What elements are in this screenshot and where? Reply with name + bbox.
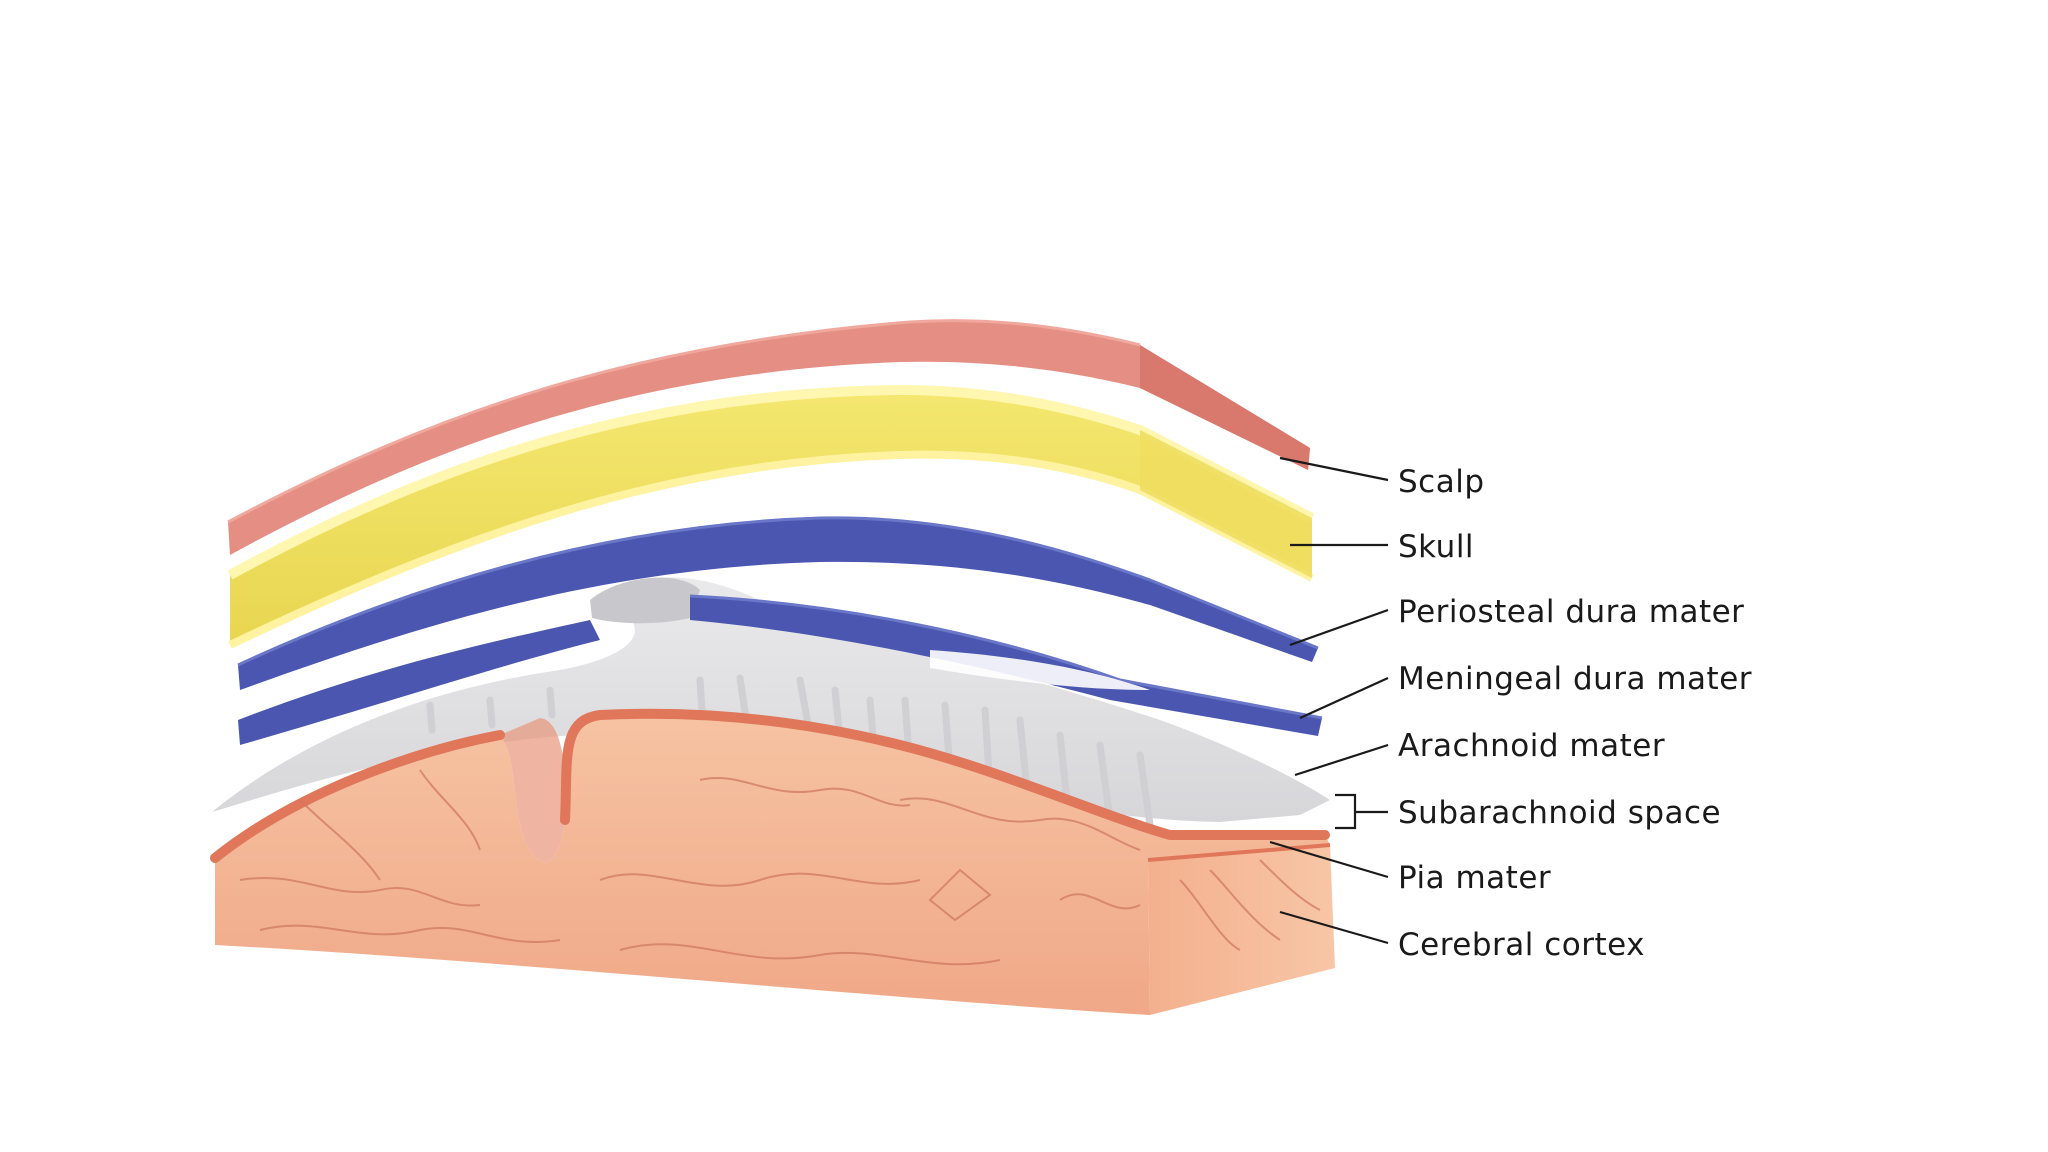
label-meningeal-dura: Meningeal dura mater — [1398, 661, 1752, 697]
label-scalp: Scalp — [1398, 464, 1485, 500]
periosteal-dura-layer — [237, 516, 1319, 690]
label-cortex: Cerebral cortex — [1398, 927, 1645, 963]
leader-periosteal-dura — [1289, 608, 1389, 647]
skull-layer — [227, 384, 1315, 649]
leader-lines — [1269, 456, 1389, 945]
leader-cortex — [1279, 910, 1389, 945]
leader-arachnoid — [1294, 743, 1389, 777]
labels: Scalp Skull Periosteal dura mater Mening… — [1398, 464, 1752, 963]
leader-pia — [1269, 840, 1389, 879]
leader-subarachnoid-bracket — [1335, 793, 1388, 830]
arachnoid-layer — [212, 577, 1330, 822]
label-pia: Pia mater — [1398, 860, 1551, 896]
cerebral-cortex-block — [210, 708, 1335, 1015]
label-periosteal-dura: Periosteal dura mater — [1398, 594, 1744, 630]
scalp-layer — [227, 319, 1310, 555]
label-skull: Skull — [1398, 529, 1474, 565]
label-arachnoid: Arachnoid mater — [1398, 728, 1665, 764]
label-subarachnoid: Subarachnoid space — [1398, 795, 1721, 831]
leader-scalp — [1279, 456, 1389, 482]
leader-meningeal-dura — [1299, 676, 1389, 720]
meningeal-dura-layer — [238, 594, 1323, 745]
